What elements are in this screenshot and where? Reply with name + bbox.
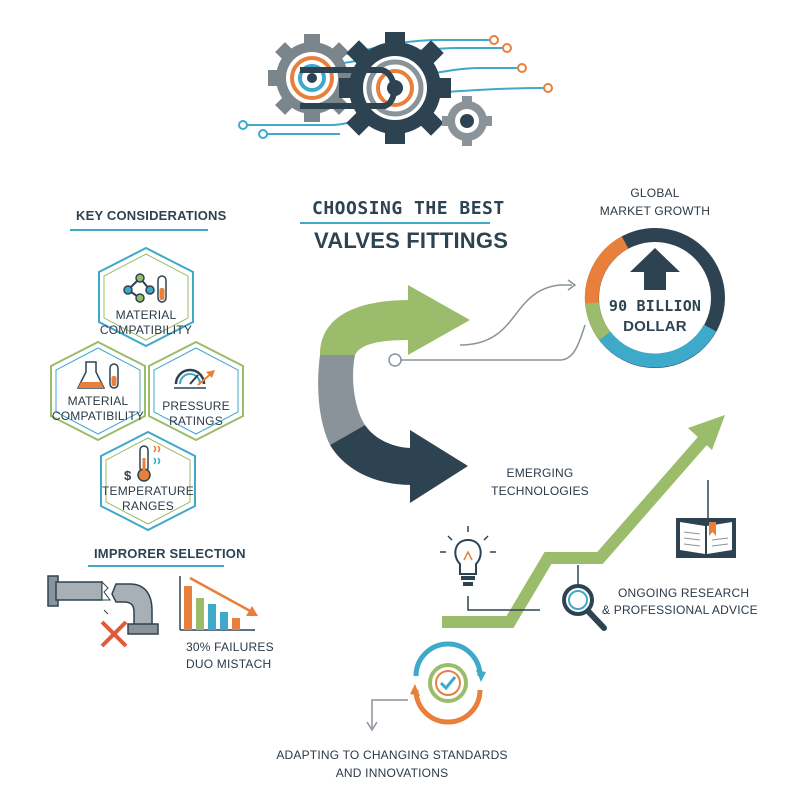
lightbulb-icon <box>440 526 496 586</box>
emerging-label-line2: TECHNOLOGIES <box>491 484 589 498</box>
hex-material-1 <box>98 246 194 348</box>
hex2-label-line2: COMPATIBILITY <box>51 409 145 423</box>
connector-node <box>388 353 402 367</box>
cycle-check-icon <box>410 641 486 725</box>
hex1-label-line2: COMPATIBILITY <box>99 323 193 337</box>
gear-center-icon <box>300 32 451 144</box>
hex-temperature <box>100 430 196 532</box>
connector-to-market-1 <box>459 284 572 346</box>
x-mark-icon <box>100 620 128 648</box>
hex-pressure <box>148 340 244 442</box>
navy-arc <box>330 425 412 485</box>
open-book-icon <box>676 518 736 558</box>
gear-right-icon <box>442 96 492 146</box>
research-label-line1: ONGOING RESEARCH <box>618 586 750 600</box>
improper-selection-heading: IMPRORER SELECTION <box>94 546 246 561</box>
emerging-label-line1: EMERGING <box>506 466 574 480</box>
hex3-label-line2: RATINGS <box>169 414 223 428</box>
improper-selection-underline <box>88 565 224 567</box>
improper-stat-line1: 30% FAILURES <box>186 640 274 654</box>
adapting-connector <box>371 699 408 728</box>
market-label-line2: MARKET GROWTH <box>599 204 711 218</box>
hex4-label-line2: RANGES <box>122 499 174 513</box>
key-considerations-underline <box>70 229 208 231</box>
hex3-label-line1: PRESSURE <box>162 399 230 413</box>
adapting-label-line2: AND INNOVATIONS <box>335 766 449 780</box>
title-line2: VALVES FITTINGS <box>314 228 509 253</box>
broken-pipe-icon <box>47 575 159 635</box>
thermometer-icon: $ <box>124 445 161 483</box>
hex2-label-line1: MATERIAL <box>67 394 129 408</box>
gear-left-icon <box>268 34 356 122</box>
svg-text:$: $ <box>124 468 132 483</box>
hex-material-2 <box>50 340 146 442</box>
market-value-line2: DOLLAR <box>623 318 687 335</box>
hex1-label-line1: MATERIAL <box>115 308 177 322</box>
research-label-line2: & PROFESSIONAL ADVICE <box>602 603 758 617</box>
market-value-line1: 90 BILLION <box>608 297 702 315</box>
adapting-label-line1: ADAPTING TO CHANGING STANDARDS <box>276 748 508 762</box>
flask-test-tube-icon <box>76 361 119 389</box>
pressure-gauge-icon <box>174 368 215 389</box>
magnifier-icon <box>562 584 607 631</box>
market-up-arrow-icon <box>630 248 680 290</box>
key-considerations-heading: KEY CONSIDERATIONS <box>76 208 227 223</box>
growth-arrow-head <box>688 415 725 450</box>
improper-stat-line2: DUO MISTACH <box>186 657 272 671</box>
molecule-test-tube-icon <box>123 273 167 303</box>
market-label-line1: GLOBAL <box>630 186 680 200</box>
connector-to-market-2 <box>398 324 586 361</box>
green-arc <box>320 300 410 355</box>
growth-line <box>442 426 717 628</box>
gray-arc <box>318 355 365 445</box>
declining-bar-chart-icon <box>179 576 258 631</box>
title-line1: CHOOSING THE BEST <box>312 198 505 219</box>
market-donut <box>584 228 725 368</box>
title-underline <box>300 222 490 224</box>
hex4-label-line1: TEMPERATURE <box>102 484 194 498</box>
